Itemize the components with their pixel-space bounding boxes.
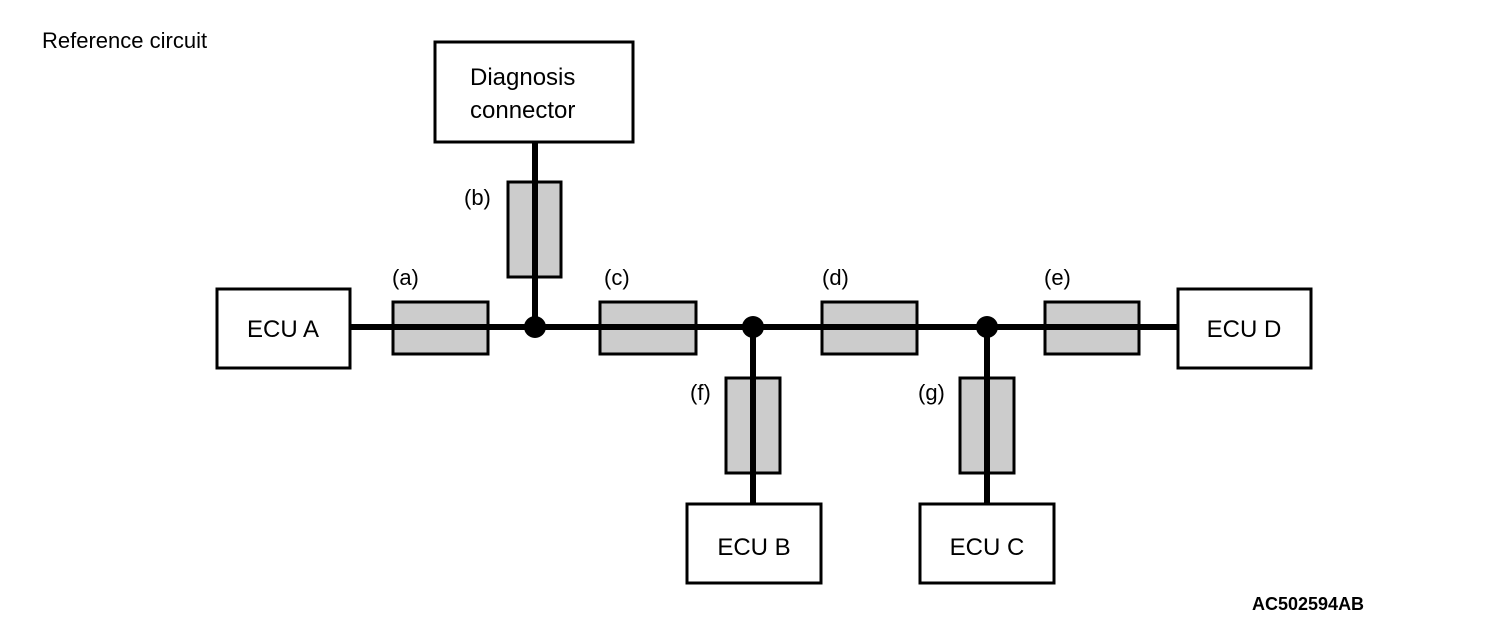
ecu-c-box: [918, 502, 1056, 585]
resistor-f-label: (f): [690, 380, 711, 405]
resistor-d-label: (d): [822, 265, 849, 290]
resistor-a-label: (a): [392, 265, 419, 290]
junction-3: [976, 316, 998, 338]
junction-1: [524, 316, 546, 338]
resistor-c-label: (c): [604, 265, 630, 290]
ecu-d-box: [1176, 287, 1313, 370]
ecu-b-label: ECU B: [717, 534, 790, 561]
ecu-b-box: [685, 502, 823, 585]
ecu-a-label: ECU A: [247, 316, 319, 343]
ecu-c-label: ECU C: [950, 534, 1025, 561]
figure-code: AC502594AB: [1252, 594, 1364, 614]
diagnosis-connector-box: [433, 40, 635, 144]
resistor-b-label: (b): [464, 185, 491, 210]
diagnosis-connector-label-line1: Diagnosis: [470, 64, 575, 91]
resistor-e-label: (e): [1044, 265, 1071, 290]
resistor-g-label: (g): [918, 380, 945, 405]
junction-2: [742, 316, 764, 338]
diagnosis-connector-label-line2: connector: [470, 97, 575, 124]
ecu-a-box: [215, 287, 352, 370]
ecu-d-label: ECU D: [1207, 316, 1282, 343]
diagram-title: Reference circuit: [42, 28, 207, 53]
